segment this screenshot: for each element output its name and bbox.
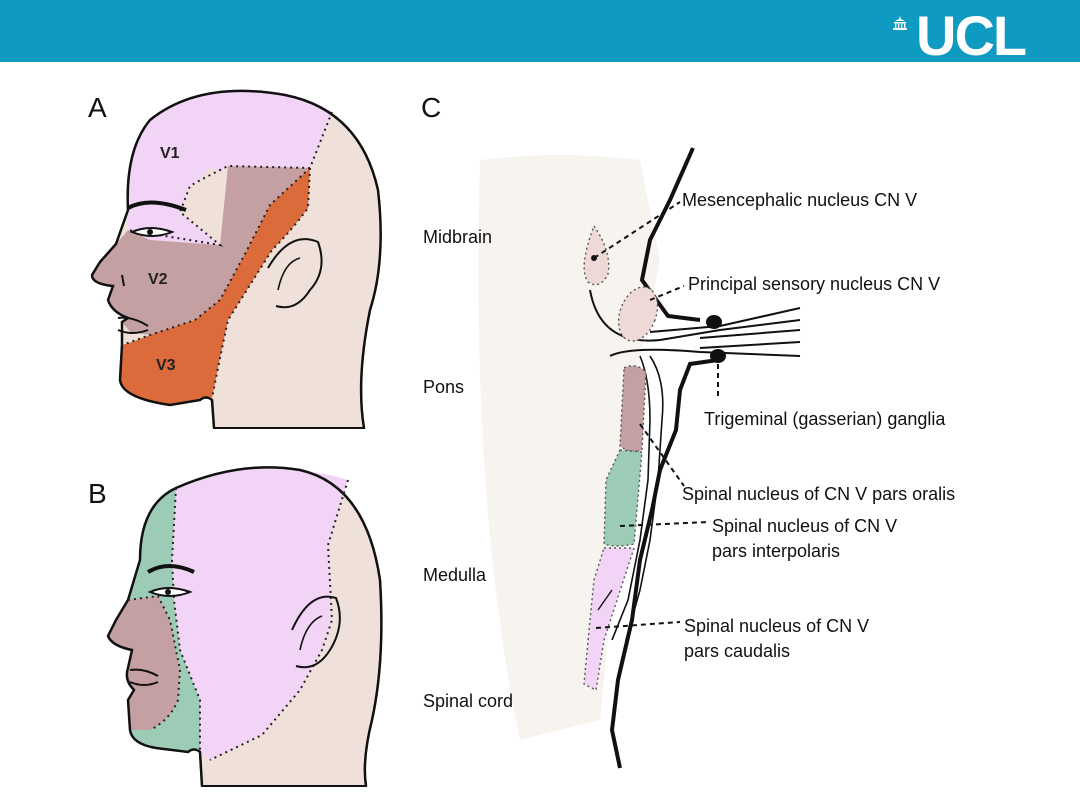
- middle-onion-region: [128, 488, 200, 752]
- mouth-a: [117, 316, 149, 334]
- brainstem-shadow: [478, 155, 660, 740]
- ear-a: [267, 238, 323, 309]
- v1-label: V1: [160, 145, 180, 162]
- pars-caudalis: [583, 547, 635, 692]
- logo-text: UCL: [916, 4, 1027, 67]
- ganglion-lower: [710, 349, 726, 363]
- mesencephalic-callout: Mesencephalic nucleus CN V: [682, 190, 918, 210]
- outer-onion-region: [172, 467, 348, 760]
- caudalis-callout-line2: pars caudalis: [684, 641, 791, 661]
- brainstem-outline: [639, 147, 701, 322]
- v3-region: [120, 168, 310, 405]
- principal-sensory-nucleus: [617, 286, 659, 342]
- caudalis-callout-line1: Spinal nucleus of CN V: [684, 616, 870, 636]
- inner-onion-region: [108, 596, 180, 730]
- pons-label: Pons: [423, 377, 465, 397]
- ganglia-callout: Trigeminal (gasserian) ganglia: [704, 409, 946, 429]
- ganglion-upper: [706, 315, 722, 329]
- principal-callout: Principal sensory nucleus CN V: [688, 274, 941, 294]
- portico-icon: [893, 16, 907, 30]
- v2-label: V2: [148, 271, 168, 288]
- pars-oralis: [619, 365, 647, 453]
- panel-a-letter: A: [88, 92, 107, 123]
- eyebrow-a: [127, 200, 187, 212]
- ear-b: [291, 595, 341, 669]
- header-banner: [0, 0, 1080, 62]
- interpolaris-callout-line1: Spinal nucleus of CN V: [712, 516, 898, 536]
- oralis-callout: Spinal nucleus of CN V pars oralis: [682, 484, 956, 504]
- panel-c-letter: C: [421, 92, 442, 123]
- interpolaris-callout-line2: pars interpolaris: [712, 541, 841, 561]
- medulla-label: Medulla: [423, 565, 487, 585]
- panel-b-letter: B: [88, 478, 107, 509]
- eyebrow-b: [146, 564, 195, 574]
- mouth-b: [129, 668, 159, 686]
- v3-label: V3: [156, 357, 176, 374]
- midbrain-label: Midbrain: [423, 227, 493, 247]
- pars-interpolaris: [603, 449, 643, 547]
- v2-region: [92, 166, 310, 335]
- spinal-cord-label: Spinal cord: [423, 691, 514, 711]
